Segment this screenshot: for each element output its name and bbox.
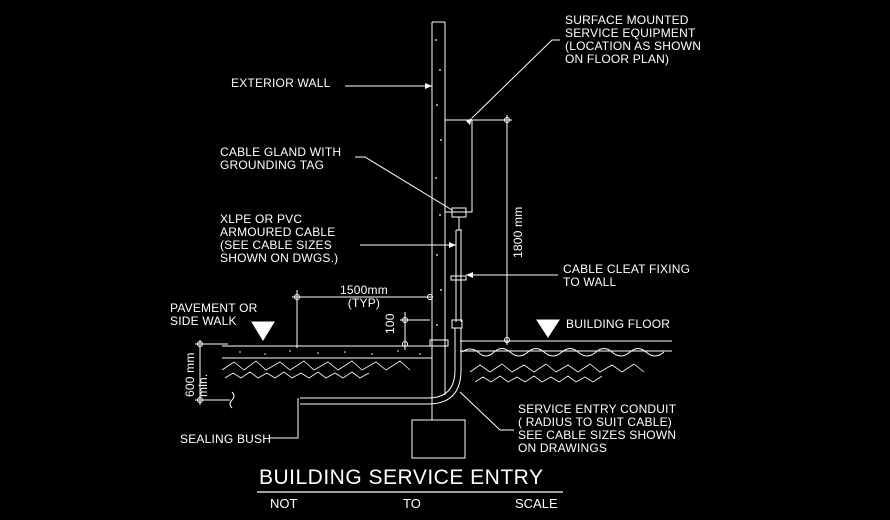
drawing-title: BUILDING SERVICE ENTRY (259, 466, 544, 489)
title-not: NOT (270, 496, 298, 511)
dimension-100 (400, 312, 430, 350)
exterior-wall (431, 21, 446, 345)
floor-level-marker (536, 319, 560, 338)
dimension-1500 (292, 290, 433, 348)
leader-lines (270, 39, 560, 439)
xlpe-cable-label: XLPE OR PVC ARMOURED CABLE (SEE CABLE SI… (220, 212, 339, 265)
pavement-level-marker (251, 321, 275, 341)
title-scale: SCALE (515, 496, 558, 511)
service-equipment-box (444, 119, 473, 231)
wall-hatch-dots (435, 39, 442, 326)
exterior-wall-label: EXTERIOR WALL (231, 76, 331, 90)
pavement-label: PAVEMENT OR SIDE WALK (170, 301, 258, 328)
cable-cleat-label: CABLE CLEAT FIXING TO WALL (563, 262, 691, 289)
cable-gland-label: CABLE GLAND WITH GROUNDING TAG (220, 145, 342, 172)
dimension-1800 (472, 115, 512, 345)
service-conduit-label: SERVICE ENTRY CONDUIT ( RADIUS TO SUIT C… (518, 402, 677, 455)
dimension-600 (195, 340, 235, 409)
pavement-slab (222, 339, 449, 359)
pavement-dots (239, 350, 421, 355)
surface-equipment-label: SURFACE MOUNTED SERVICE EQUIPMENT (LOCAT… (565, 13, 702, 66)
dimension-1500-text: 1500mm (TYP) (340, 283, 388, 310)
service-entry-conduit (300, 328, 462, 405)
title-to: TO (403, 496, 421, 511)
earth-hatch (221, 360, 645, 383)
building-floor-label: BUILDING FLOOR (566, 317, 671, 331)
dimension-1800-text: 1800 mm (511, 206, 525, 258)
dimension-100-text: 100 (383, 313, 397, 334)
arrowheads (425, 83, 473, 278)
dimension-600-text: 600 mm min. (183, 352, 210, 397)
sealing-bush-label: SEALING BUSH (180, 432, 272, 446)
building-floor-slab (460, 340, 672, 357)
footing (411, 345, 466, 459)
